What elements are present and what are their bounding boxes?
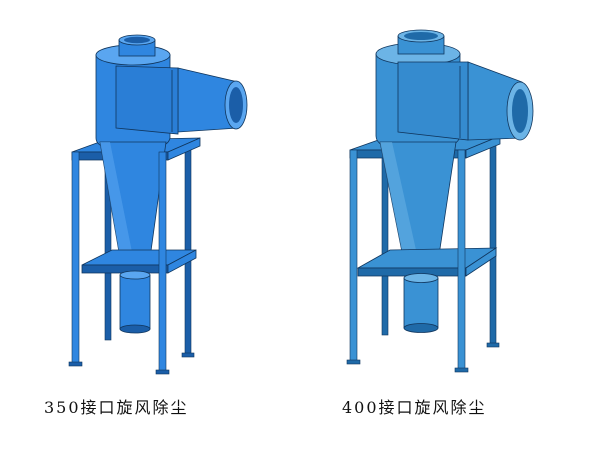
inlet-hole bbox=[229, 87, 243, 123]
frame-leg-front-right bbox=[457, 149, 466, 371]
discharge-pipe bbox=[119, 274, 151, 330]
cyclone-400-caption: 400接口旋风除尘 bbox=[342, 398, 487, 417]
discharge-bottom bbox=[119, 324, 151, 334]
frame-leg-back-right bbox=[489, 139, 497, 346]
cyclone-350-drawing bbox=[68, 34, 248, 375]
cyclone-350-caption: 350接口旋风除尘 bbox=[44, 398, 189, 417]
frame-leg-front-left bbox=[71, 151, 80, 365]
foot-front-right bbox=[155, 369, 170, 375]
cone-highlight bbox=[380, 142, 420, 268]
foot-front-left bbox=[346, 359, 361, 365]
foot-back-right bbox=[486, 342, 500, 348]
discharge-top bbox=[403, 273, 439, 283]
frame-leg-front-left bbox=[349, 149, 358, 363]
side-panel bbox=[115, 65, 179, 135]
outlet-hole bbox=[404, 32, 438, 40]
foot-front-right bbox=[454, 367, 469, 373]
cyclone-400-drawing bbox=[346, 29, 534, 373]
foot-back-right bbox=[181, 352, 195, 358]
outlet-hole bbox=[124, 36, 150, 44]
side-panel bbox=[397, 61, 469, 141]
cyclone-400-figure: 400接口旋风除尘 bbox=[300, 0, 600, 450]
discharge-bottom bbox=[403, 323, 439, 333]
frame-mid-side-beam bbox=[167, 249, 197, 274]
frame-leg-front-right bbox=[158, 151, 167, 373]
cyclone-350-figure: 350接口旋风除尘 bbox=[44, 34, 248, 417]
frame-top-side-beam bbox=[167, 137, 201, 161]
cone-highlight bbox=[100, 142, 134, 262]
inlet-hole bbox=[512, 89, 528, 133]
frame-mid-side-beam bbox=[465, 247, 497, 277]
foot-front-left bbox=[68, 361, 83, 367]
frame-top-side-beam bbox=[465, 135, 501, 159]
discharge-top bbox=[119, 270, 151, 280]
discharge-pipe bbox=[403, 277, 439, 329]
